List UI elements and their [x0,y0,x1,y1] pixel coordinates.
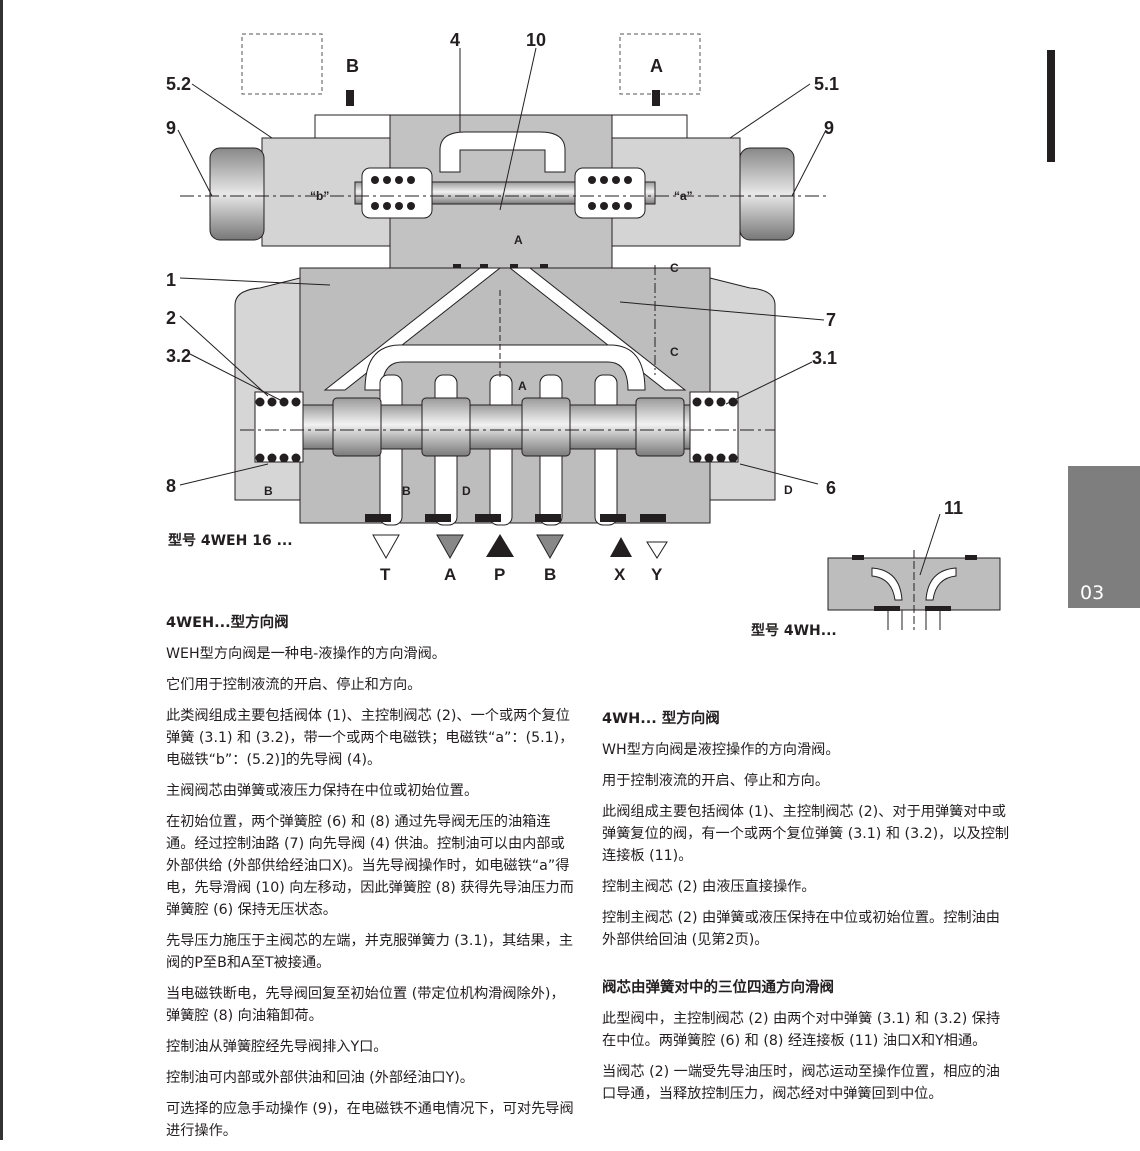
figure-caption-main: 型号 4WEH 16 ... [168,533,293,549]
paragraph: 用于控制液流的开启、停止和方向。 [602,773,830,789]
figure-caption-detail: 型号 4WH... [751,623,837,639]
label-11: 11 [944,498,963,518]
section-heading-4wh: 4WH... 型方向阀 [602,711,720,727]
label-3-2: 3.2 [166,346,191,366]
chapter-tab-label: 03 [1080,582,1105,604]
paragraph: 此型阀中，主控制阀芯 (2) 由两个对中弹簧 (3.1) 和 (3.2) 保持在… [602,1011,1001,1049]
cut-d-mid: D [462,484,471,498]
section-heading-spring-centered: 阀芯由弹簧对中的三位四通方向滑阀 [602,980,834,996]
valve-section-drawing: 4 10 5.2 5.1 9 9 1 2 3.2 8 7 3.1 6 11 B … [166,30,1001,630]
port-x-label: X [614,565,626,584]
label-8: 8 [166,476,176,496]
paragraph: 它们用于控制液流的开启、停止和方向。 [166,677,422,693]
label-3-1: 3.1 [812,348,837,368]
label-5-2: 5.2 [166,74,191,94]
cut-b-left: B [264,484,273,498]
main-valve-body [234,265,776,526]
section-c-top: C [670,261,679,275]
paragraph: 控制油可内部或外部供油和回油 (外部经油口Y)。 [166,1070,474,1086]
position-a-label: “a” [674,189,693,203]
label-10: 10 [526,30,546,50]
port-a-label: A [444,565,456,584]
cut-d-right: D [784,483,793,497]
label-1: 1 [166,270,176,290]
section-a-bottom: A [518,379,527,393]
position-b-label: “b” [310,189,329,203]
paragraph: 先导压力施压于主阀芯的左端，并克服弹簧力 (3.1)，其结果，主阀的P至B和A至… [166,933,574,971]
port-t-label: T [380,565,391,584]
label-7: 7 [826,310,836,330]
paragraph: WEH型方向阀是一种电-液操作的方向滑阀。 [166,646,446,662]
chapter-tab[interactable]: 03 [1068,466,1140,608]
paragraph: 当电磁铁断电，先导阀回复至初始位置 (带定位机构滑阀除外)，弹簧腔 (8) 向油… [166,986,565,1024]
right-column: 4WH... 型方向阀 WH型方向阀是液控操作的方向滑阀。 用于控制液流的开启、… [602,708,1014,1114]
label-5-1: 5.1 [814,74,839,94]
section-a-top: A [514,233,523,247]
label-2: 2 [166,308,176,328]
solenoid-a-label: A [650,56,663,76]
paragraph: 在初始位置，两个弹簧腔 (6) 和 (8) 通过先导阀无压的油箱连通。经过控制油… [166,814,574,918]
port-symbols [372,534,668,560]
paragraph: 控制主阀芯 (2) 由弹簧或液压保持在中位或初始位置。控制油由外部供给回油 (见… [602,910,1000,948]
margin-marker-bar [1047,50,1055,162]
label-9-right: 9 [824,118,834,138]
leader-lines [177,47,941,576]
section-heading-4weh: 4WEH...型方向阀 [166,615,289,631]
paragraph: 控制主阀芯 (2) 由液压直接操作。 [602,879,816,895]
paragraph: 控制油从弹簧腔经先导阀排入Y口。 [166,1039,388,1055]
left-column: 4WEH...型方向阀 WEH型方向阀是一种电-液操作的方向滑阀。 它们用于控制… [166,612,578,1151]
label-9-left: 9 [166,118,176,138]
paragraph: 可选择的应急手动操作 (9)，在电磁铁不通电情况下，可对先导阀进行操作。 [166,1101,574,1139]
page-left-border [0,0,3,1140]
section-c-bottom: C [670,345,679,359]
port-y-label: Y [651,565,663,584]
paragraph: 当阀芯 (2) 一端受先导油压时，阀芯运动至操作位置，相应的油口导通，当释放控制… [602,1064,1000,1102]
connection-plate-detail [827,550,1001,630]
solenoid-b-label: B [346,56,359,76]
port-p-label: P [494,565,505,584]
cut-b-mid: B [402,484,411,498]
port-b-label: B [544,565,556,584]
label-6: 6 [826,478,836,498]
pilot-valve [180,33,830,270]
label-4: 4 [450,30,460,50]
paragraph: 此阀组成主要包括阀体 (1)、主控制阀芯 (2)、对于用弹簧对中或弹簧复位的阀，… [602,804,1010,864]
paragraph: 此类阀组成主要包括阀体 (1)、主控制阀芯 (2)、一个或两个复位弹簧 (3.1… [166,708,574,768]
paragraph: 主阀阀芯由弹簧或液压力保持在中位或初始位置。 [166,783,479,799]
paragraph: WH型方向阀是液控操作的方向滑阀。 [602,742,840,758]
